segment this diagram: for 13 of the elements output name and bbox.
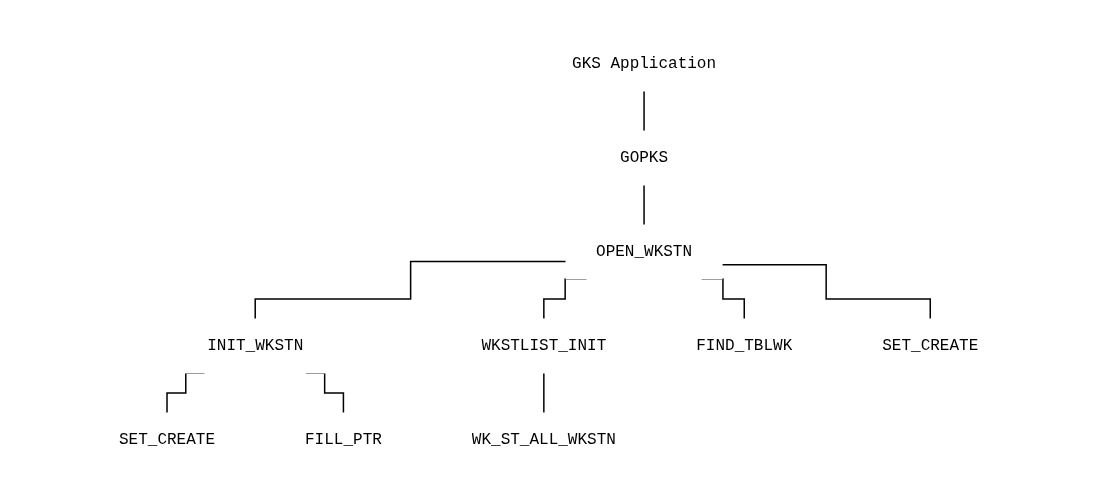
connector (543, 372, 545, 414)
node-text: SET_CREATE (882, 336, 979, 355)
node-text: WK_ST_ALL_WKSTN (472, 430, 617, 449)
connector (254, 260, 568, 320)
node-text: GKS Application (572, 55, 717, 73)
node-text: FILL_PTR (305, 430, 383, 449)
node-text: FIND_TBLWK (696, 336, 793, 355)
connector (721, 264, 932, 320)
node-text: SET_CREATE (119, 430, 216, 449)
node-text: WKSTLIST_INIT (481, 336, 607, 355)
node-text: GOPKS (620, 149, 669, 167)
connector (643, 184, 646, 226)
connector (643, 90, 646, 132)
